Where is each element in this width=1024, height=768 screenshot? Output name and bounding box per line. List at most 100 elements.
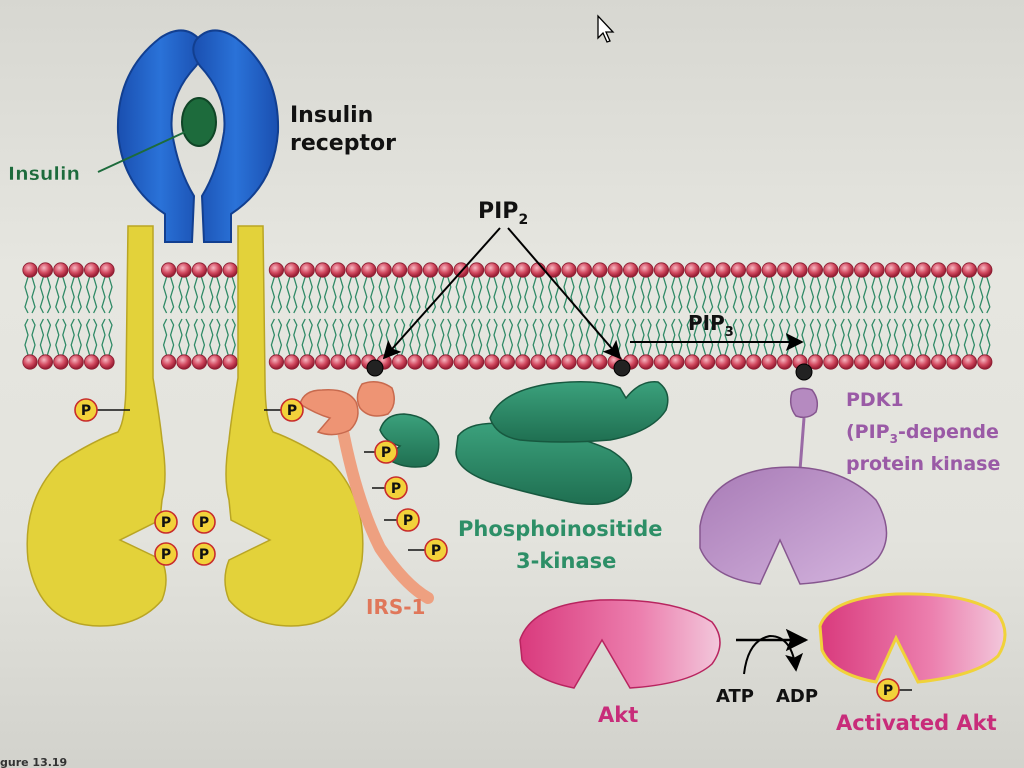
lipid-tail (101, 318, 113, 356)
pip3-label-sub: 3 (725, 325, 734, 340)
lipid-tail (948, 318, 960, 356)
lipid-tail (209, 276, 221, 314)
lipid-tail (840, 318, 852, 356)
lipid-head (53, 262, 69, 278)
lipid-head (345, 262, 361, 278)
lipid-tail (701, 276, 714, 314)
lipid-tail (301, 318, 313, 356)
irs1-protein (299, 381, 434, 604)
lipid-head (869, 354, 885, 370)
receptor-beta-subunits (26, 225, 364, 627)
lipid-head (576, 262, 593, 278)
lipid-head (191, 262, 207, 278)
lipid-head (930, 354, 947, 370)
lipid-tail (532, 318, 544, 356)
lipid-head (807, 262, 824, 278)
lipid-head (823, 262, 839, 278)
receptor-label-line1: Insulin (290, 103, 373, 128)
lipid-head (869, 262, 885, 278)
lipid-head (314, 354, 331, 370)
receptor-alpha-subunits (97, 29, 280, 243)
lipid-tail (301, 276, 313, 314)
lipid-tail (624, 318, 637, 356)
lipid-tail (701, 318, 714, 356)
lipid-head (37, 354, 54, 370)
lipid-tail (363, 276, 375, 314)
lipid-tail (378, 276, 390, 314)
activated-akt-protein (818, 592, 1007, 684)
insulin-molecule (181, 97, 217, 147)
lipid-head (391, 262, 408, 278)
lipid-head (884, 354, 901, 370)
lipid-tail (763, 318, 775, 356)
lipid-tail (224, 276, 236, 314)
pi3k-label-line2: 3-kinase (516, 549, 616, 573)
lipid-head (499, 354, 515, 370)
pip2-lipid-right (613, 359, 631, 377)
lipid-head (576, 354, 593, 370)
lipid-tail (316, 318, 329, 356)
lipid-head (222, 354, 238, 370)
lipid-head (438, 262, 454, 278)
lipid-head (715, 354, 731, 370)
akt-shape (519, 599, 721, 689)
atp-label: ATP (716, 686, 754, 707)
lipid-head (592, 354, 608, 370)
lipid-tail (409, 276, 421, 314)
lipid-tail (578, 276, 591, 314)
phosphate-circle (192, 542, 216, 566)
lipid-head (422, 262, 438, 278)
lipid-tail (517, 276, 529, 314)
lipid-tail (162, 276, 175, 314)
phosphate-circle (192, 510, 216, 534)
lipid-tail (809, 318, 822, 356)
lipid-tail (886, 276, 899, 314)
lipid-bilayer (22, 262, 993, 370)
lipid-tail (963, 276, 976, 314)
lipid-head (407, 354, 423, 370)
lipid-tail (224, 318, 236, 356)
pi3k-label-line1: Phosphoinositide (458, 517, 662, 541)
lipid-tail (55, 318, 67, 356)
lipid-tail (640, 318, 652, 356)
lipid-tail (547, 318, 560, 356)
lipid-tail (178, 318, 190, 356)
irs1-head (299, 389, 359, 436)
lipid-head (592, 262, 608, 278)
lipid-head (900, 262, 916, 278)
lipid-tail (547, 276, 560, 314)
lipid-head (715, 262, 731, 278)
pip2-arrow-left (382, 227, 501, 360)
lipid-tail (778, 276, 791, 314)
lipid-head (853, 262, 870, 278)
lipid-head (638, 354, 654, 370)
phosphate-label: P (403, 513, 413, 529)
lipid-head (407, 262, 423, 278)
lipid-head (961, 354, 978, 370)
lipid-tail (886, 318, 899, 356)
lipid-tail (209, 318, 221, 356)
lipid-tail (917, 318, 929, 356)
lipid-head (161, 354, 177, 370)
lipid-head (915, 262, 931, 278)
activated-akt-shape (818, 592, 1007, 684)
pip3-label: PIP3 (688, 311, 734, 340)
lipid-tail (178, 276, 190, 314)
pdk1-label-line2-sub: 3 (890, 432, 898, 446)
lipid-head (530, 354, 546, 370)
pip2-lipid-left (366, 359, 384, 377)
phosphate-circle (154, 510, 178, 534)
lipid-head (653, 354, 670, 370)
lipid-tail (286, 276, 298, 314)
lipid-head (669, 262, 685, 278)
lipid-tail (609, 276, 621, 314)
phosphate-label: P (381, 445, 391, 461)
lipid-tail (686, 318, 698, 356)
lipid-head (330, 262, 346, 278)
lipid-head (176, 262, 192, 278)
lipid-tail (855, 276, 868, 314)
lipid-tail (871, 276, 883, 314)
lipid-tail (717, 318, 729, 356)
lipid-tail (70, 318, 82, 356)
